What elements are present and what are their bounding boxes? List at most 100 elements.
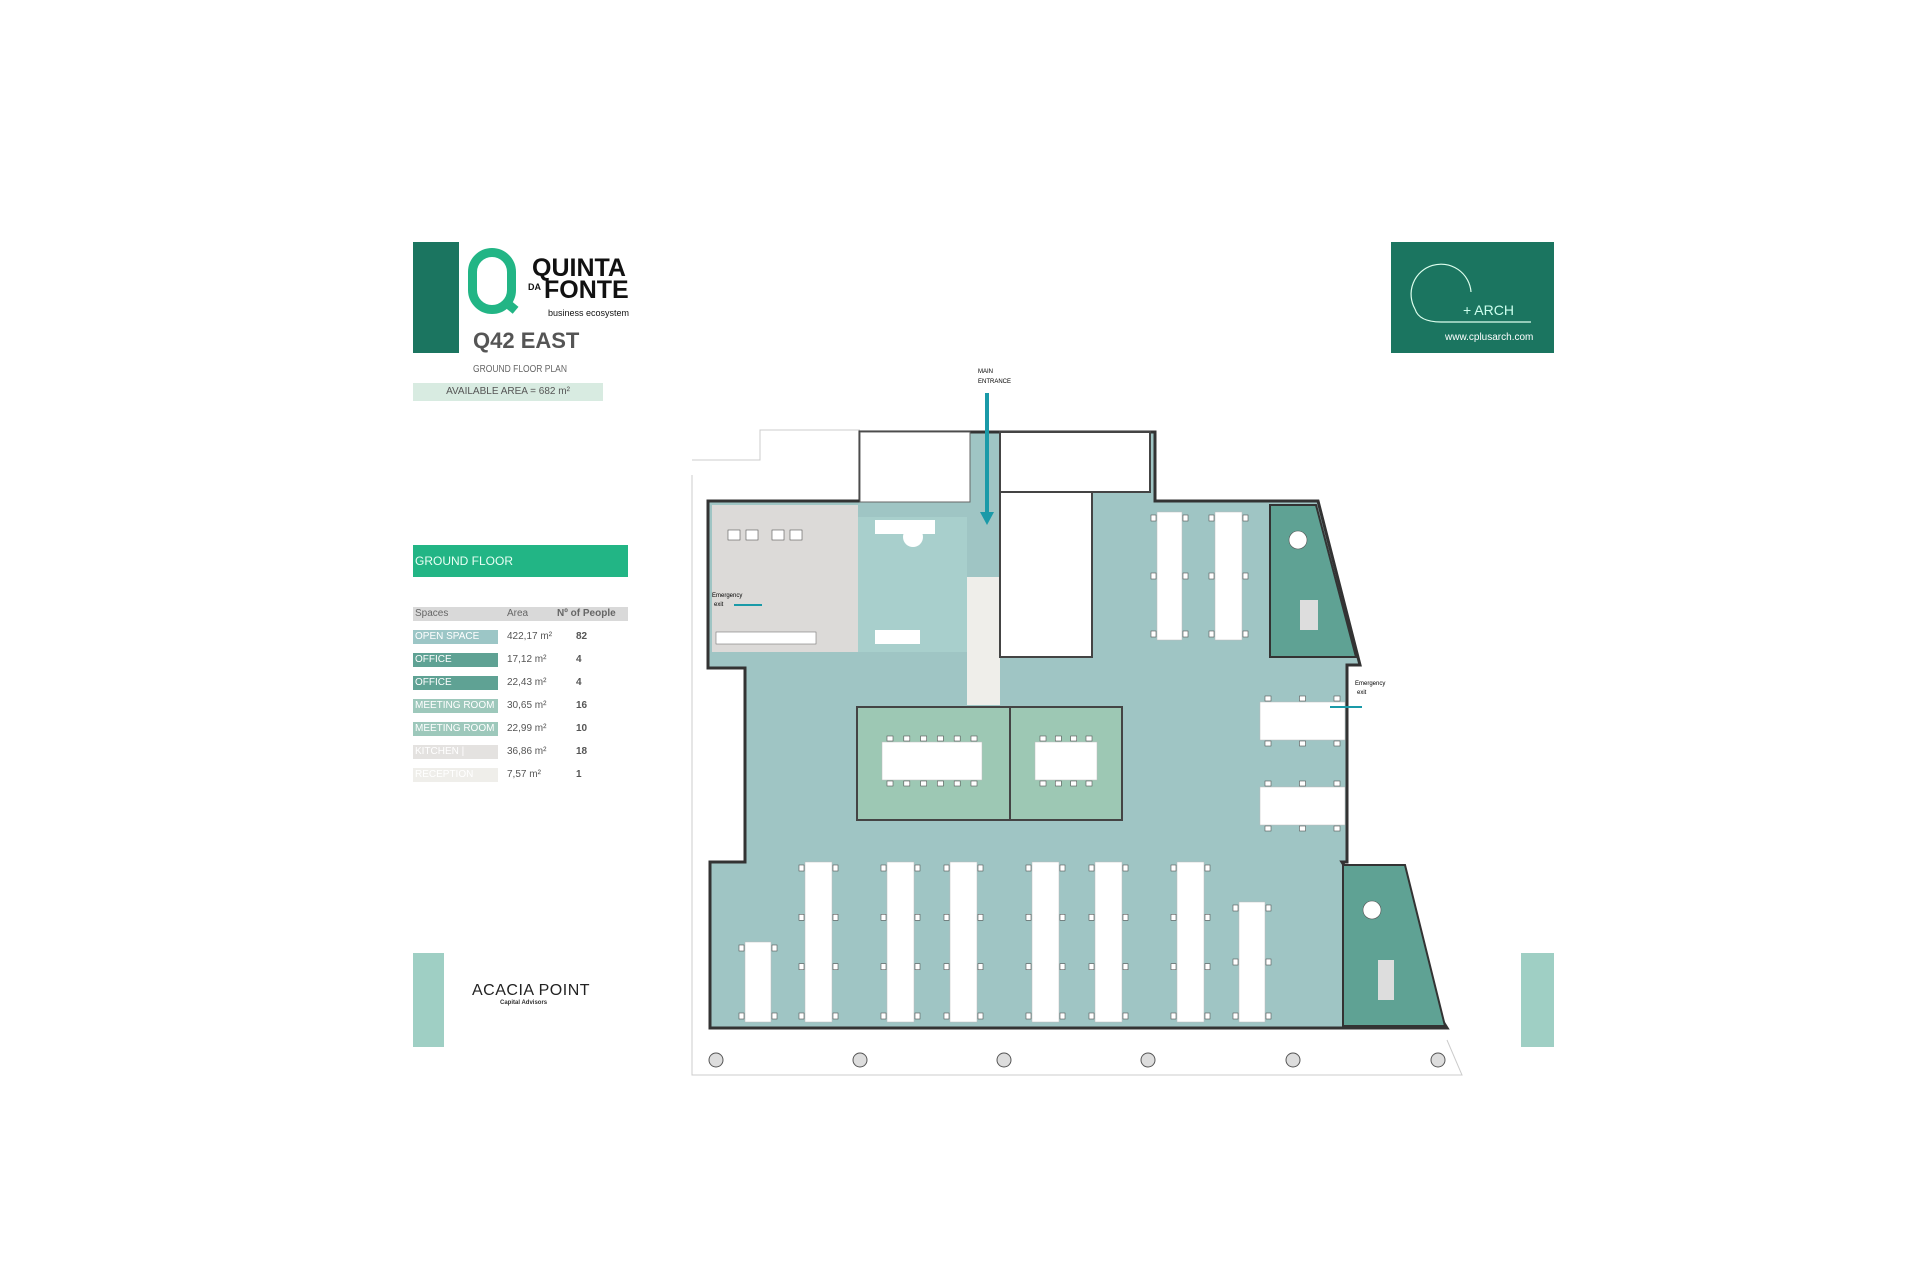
- chair: [977, 963, 984, 970]
- space-people: 82: [576, 631, 588, 642]
- structural-columns: [708, 1052, 1446, 1068]
- chair: [1204, 914, 1211, 921]
- kitchen-lounge-area: [712, 505, 858, 652]
- desk: [1176, 861, 1205, 1023]
- chair: [914, 1012, 921, 1020]
- chair: [937, 735, 944, 742]
- chair: [771, 1012, 778, 1020]
- desk: [886, 861, 915, 1023]
- kitchen-table: [789, 529, 803, 541]
- space-people: 1: [576, 769, 582, 780]
- chair: [1088, 1012, 1095, 1020]
- space-area: 7,57 m²: [507, 769, 541, 780]
- chair: [1150, 514, 1157, 522]
- column-circle: [708, 1052, 724, 1068]
- chair: [1182, 572, 1189, 580]
- chair: [1204, 963, 1211, 970]
- chair: [798, 914, 805, 921]
- main-entrance-label-1: MAIN: [978, 369, 993, 375]
- desk: [949, 861, 978, 1023]
- col-spaces: Spaces: [415, 608, 449, 619]
- chair: [1039, 735, 1047, 742]
- kitchen-table: [771, 529, 785, 541]
- ground-floor-heading: GROUND FLOOR: [413, 545, 628, 577]
- chair: [903, 735, 911, 742]
- page-subtitle: GROUND FLOOR PLAN: [473, 364, 567, 375]
- table-row: OFFICE 17,12 m² 4: [413, 644, 628, 667]
- quinta-da-fonte-logo: QUINTA DA FONTE business ecosystem: [468, 246, 638, 326]
- logo-word-da: DA: [528, 282, 541, 292]
- chair: [1265, 904, 1272, 912]
- space-swatch: OFFICE: [413, 676, 498, 690]
- chair: [1070, 780, 1077, 787]
- chair: [798, 963, 805, 970]
- space-area: 17,12 m²: [507, 654, 547, 665]
- chair: [886, 780, 894, 787]
- chair: [880, 914, 887, 921]
- chair: [1208, 514, 1215, 522]
- chair: [1039, 780, 1047, 787]
- chair: [832, 864, 839, 872]
- space-area: 30,65 m²: [507, 700, 547, 711]
- office-2: [1342, 864, 1447, 1027]
- chair: [1242, 630, 1249, 638]
- table-header: Spaces Area Nº of People: [413, 607, 628, 621]
- chair: [1299, 825, 1306, 832]
- chair: [1055, 735, 1062, 742]
- acacia-point-tagline: Capital Advisors: [500, 1000, 548, 1006]
- chair: [953, 780, 961, 787]
- chair: [1059, 1012, 1066, 1020]
- chair: [1232, 958, 1239, 966]
- chair: [1170, 963, 1177, 970]
- office-desk: [1300, 600, 1318, 630]
- chair: [1333, 695, 1341, 702]
- kitchen-table: [745, 529, 759, 541]
- chair: [1025, 864, 1032, 872]
- chair: [1059, 914, 1066, 921]
- wc-core: [999, 489, 1093, 658]
- chair: [832, 914, 839, 921]
- lounge-sofa: [875, 630, 920, 644]
- chair: [1088, 963, 1095, 970]
- logo-word-1: QUINTA: [532, 254, 626, 282]
- arch-url[interactable]: www.cplusarch.com: [1445, 332, 1534, 343]
- chair: [1232, 1012, 1239, 1020]
- emergency-exit-left-label-1: Emergency: [712, 593, 742, 599]
- kitchen-counter: [715, 631, 817, 645]
- table-row: OPEN SPACE 422,17 m² 82: [413, 621, 628, 644]
- footer-accent-left: [413, 953, 444, 1047]
- chair: [1059, 864, 1066, 872]
- terrace-top: [859, 431, 971, 503]
- desk-layout: [715, 511, 1394, 1023]
- space-swatch: RECEPTION: [413, 768, 498, 782]
- space-people: 10: [576, 723, 588, 734]
- chair: [943, 963, 950, 970]
- emergency-exit-left-label-2: exit: [714, 602, 724, 608]
- chair: [798, 864, 805, 872]
- space-people: 16: [576, 700, 588, 711]
- chair: [1264, 695, 1272, 702]
- desk: [1031, 861, 1060, 1023]
- arch-circle-mark: [1410, 263, 1531, 323]
- col-people: Nº of People: [557, 608, 616, 619]
- lounge-sofa: [875, 520, 935, 534]
- chair: [1170, 864, 1177, 872]
- chair: [771, 944, 778, 952]
- chair: [1333, 780, 1341, 787]
- chair: [903, 780, 911, 787]
- chair: [1122, 963, 1129, 970]
- desk: [1214, 511, 1243, 641]
- chair: [977, 864, 984, 872]
- chair: [1182, 514, 1189, 522]
- chair: [914, 963, 921, 970]
- column-circle: [1285, 1052, 1301, 1068]
- chair: [1085, 780, 1093, 787]
- stair-lift-core: [999, 431, 1151, 493]
- space-area: 22,43 m²: [507, 677, 547, 688]
- desk: [1259, 701, 1346, 741]
- chair: [977, 914, 984, 921]
- chair: [738, 1012, 745, 1020]
- chair: [914, 864, 921, 872]
- chair: [1204, 1012, 1211, 1020]
